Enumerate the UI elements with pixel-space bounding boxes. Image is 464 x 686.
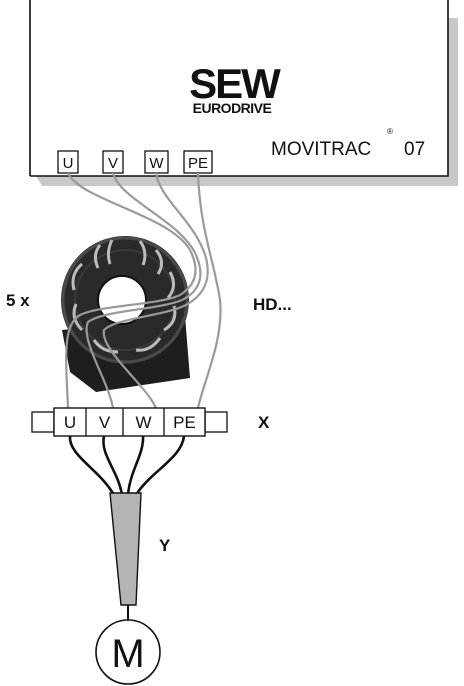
- svg-text:EURODRIVE: EURODRIVE: [193, 100, 272, 116]
- ferrite-hole: [98, 276, 146, 324]
- movitrac-device: SEW EURODRIVE MOVITRAC ® 07 U V W PE: [29, 0, 458, 186]
- svg-text:SEW: SEW: [189, 60, 281, 107]
- model-name: MOVITRAC: [271, 139, 371, 160]
- terminal-block-label-W: W: [135, 413, 151, 432]
- device-terminal-label: W: [149, 155, 164, 172]
- wires-upper: [65, 172, 222, 409]
- model-suffix: 07: [404, 139, 425, 160]
- registered-mark: ®: [387, 127, 393, 136]
- device-terminal-label: U: [63, 155, 74, 172]
- device-terminal-U: U: [57, 150, 79, 174]
- ferrite-count-label: 5 x: [6, 291, 30, 310]
- ferrite-core: [61, 236, 190, 392]
- cable-label: Y: [159, 536, 171, 555]
- device-terminal-label: PE: [188, 155, 208, 172]
- terminal-block-label-PE: PE: [173, 413, 196, 432]
- terminal-block-end-left: [31, 411, 55, 433]
- terminal-block-end-right: [204, 411, 228, 433]
- device-terminal-W: W: [144, 150, 169, 174]
- terminal-block-x: U V W PE: [31, 407, 228, 437]
- device-terminal-V: V: [102, 150, 124, 174]
- terminal-block-body: [53, 407, 206, 437]
- device-terminal-PE: PE: [183, 150, 213, 174]
- motor-circle: [95, 619, 161, 685]
- device-side-shadow: [448, 18, 458, 186]
- cable-sheath: [109, 492, 142, 606]
- terminal-block-label-U: U: [64, 413, 76, 432]
- motor-label: M: [111, 632, 144, 676]
- device-terminal-label: V: [108, 155, 118, 172]
- sew-eurodrive-logo: SEW EURODRIVE: [189, 60, 283, 116]
- motor: M: [95, 619, 161, 685]
- wires-lower: [68, 435, 186, 496]
- ferrite-type-label: HD...: [253, 295, 292, 314]
- device-shadow: [36, 176, 458, 186]
- terminal-block-name: X: [258, 413, 270, 432]
- cable-y: [109, 492, 142, 620]
- terminal-block-label-V: V: [99, 413, 111, 432]
